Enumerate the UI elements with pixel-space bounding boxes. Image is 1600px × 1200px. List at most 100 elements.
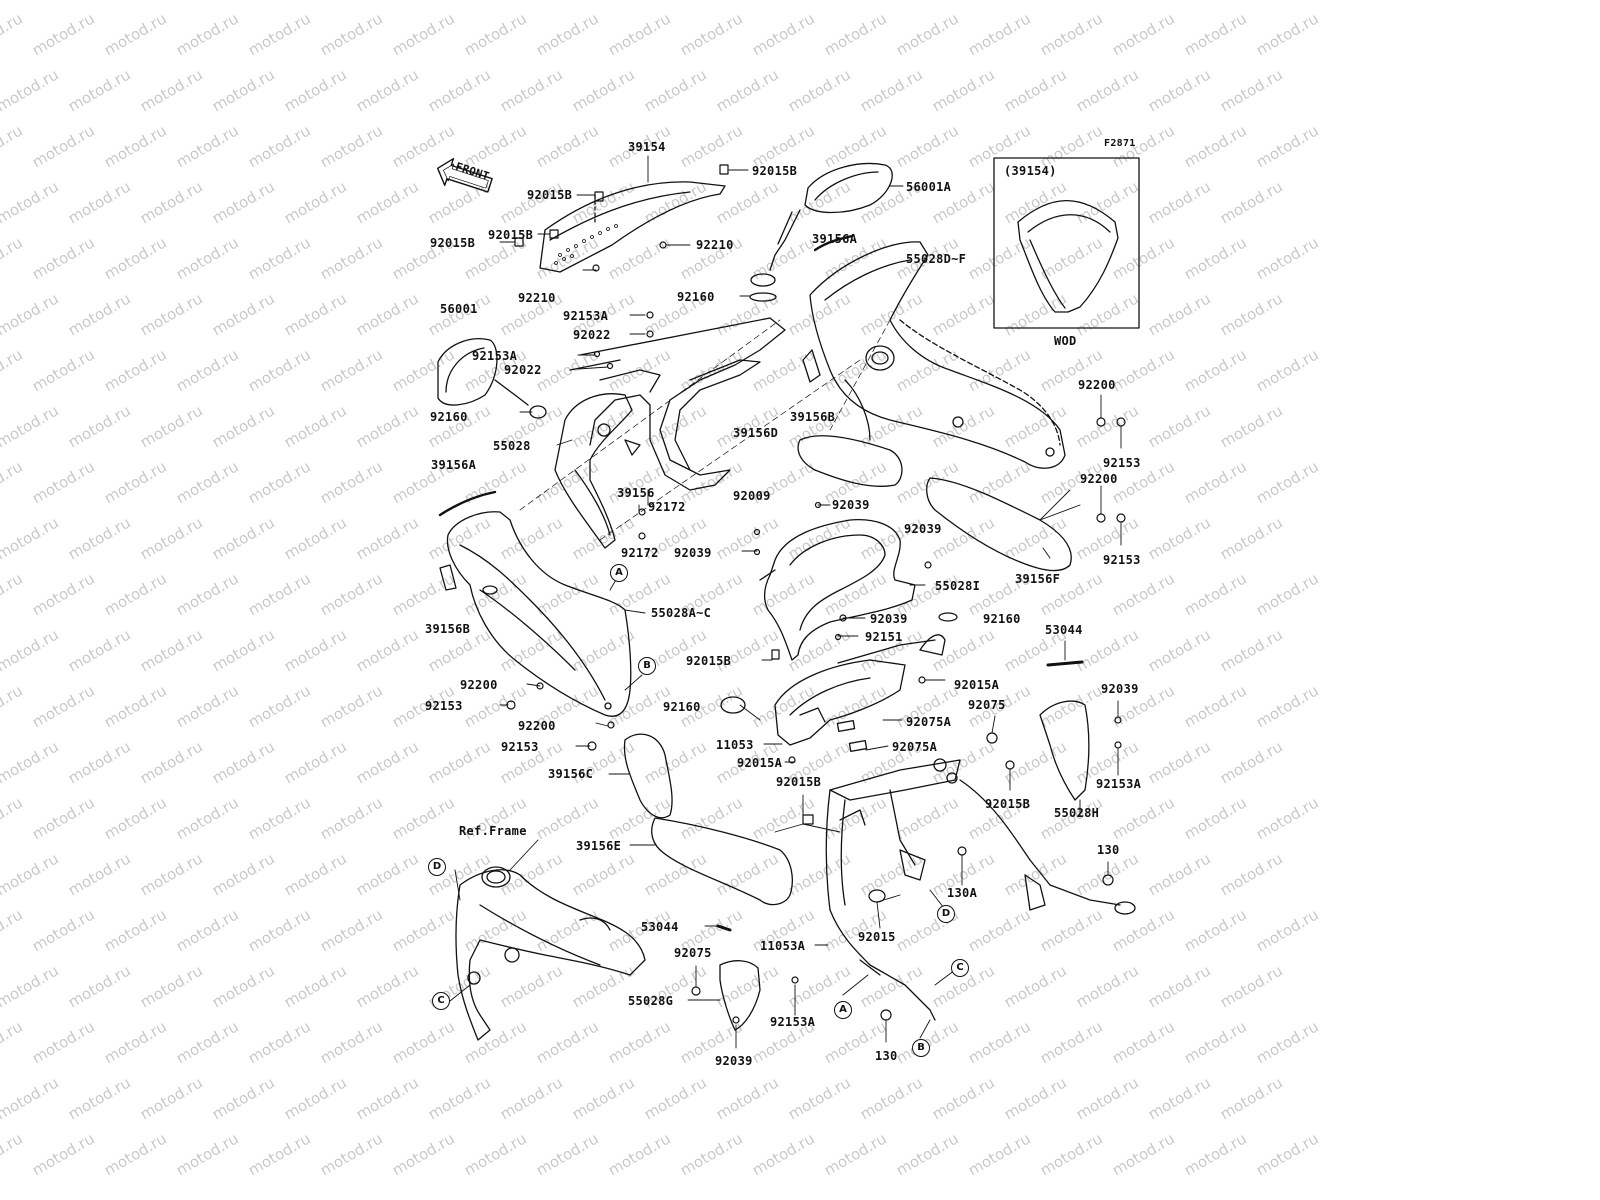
part-label-92015: 92015: [858, 930, 896, 944]
part-label-92172: 92172: [648, 500, 686, 514]
part-label-53044: 53044: [641, 920, 679, 934]
ref-frame-part: [455, 866, 646, 1041]
part-label-55028d-f: 55028D~F: [906, 252, 967, 266]
part-label-11053: 11053: [716, 738, 754, 752]
windscreen-part: [539, 181, 726, 273]
part-label-92153: 92153: [425, 699, 463, 713]
part-label-92200: 92200: [460, 678, 498, 692]
part-label-92015b: 92015B: [527, 188, 573, 202]
construction-lines: [519, 319, 891, 541]
part-label-92172: 92172: [621, 546, 659, 560]
part-label-92015a: 92015A: [737, 756, 783, 770]
front-arrow-icon: [436, 158, 493, 193]
left-lower-cowl-part: [446, 511, 632, 717]
part-label-92015b: 92015B: [752, 164, 798, 178]
inset-title: (39154): [1004, 164, 1057, 178]
part-label-130a: 130A: [947, 886, 978, 900]
part-label-92039: 92039: [1101, 682, 1139, 696]
part-label-92160: 92160: [430, 410, 468, 424]
bracket-55028g: [719, 960, 761, 1031]
part-label-92075: 92075: [674, 946, 712, 960]
part-label-130: 130: [1097, 843, 1120, 857]
callout-c: C: [432, 992, 450, 1010]
inner-cowl-part: [569, 317, 786, 491]
part-label-92039: 92039: [904, 522, 942, 536]
part-label-130: 130: [875, 1049, 898, 1063]
part-label-92153a: 92153A: [563, 309, 609, 323]
part-label-56001a: 56001A: [906, 180, 952, 194]
part-label-39156b: 39156B: [790, 410, 836, 424]
part-label-56001: 56001: [440, 302, 478, 316]
part-label-11053a: 11053A: [760, 939, 806, 953]
part-label-92009: 92009: [733, 489, 771, 503]
part-label-55028: 55028: [493, 439, 531, 453]
figure-code: F2871: [1104, 138, 1136, 149]
part-label-92210: 92210: [696, 238, 734, 252]
ref-frame-label: Ref.Frame: [459, 824, 527, 838]
part-label-92015b: 92015B: [985, 797, 1031, 811]
part-label-39156e: 39156E: [576, 839, 622, 853]
strip-39156b-left: [439, 564, 457, 591]
part-label-92022: 92022: [504, 363, 542, 377]
part-label-39156: 39156: [617, 486, 655, 500]
part-label-55028g: 55028G: [628, 994, 674, 1008]
inset-box: [993, 157, 1140, 329]
part-label-53044: 53044: [1045, 623, 1083, 637]
cowl-stay-part: [825, 758, 1136, 1021]
part-label-39156b: 39156B: [425, 622, 471, 636]
part-label-92153: 92153: [1103, 456, 1141, 470]
bracket-55028h: [1039, 700, 1090, 801]
part-label-92075a: 92075A: [892, 740, 938, 754]
part-label-39154: 39154: [628, 140, 666, 154]
part-label-92153: 92153: [1103, 553, 1141, 567]
part-label-92153a: 92153A: [770, 1015, 816, 1029]
part-label-92153a: 92153A: [1096, 777, 1142, 791]
part-label-92075a: 92075A: [906, 715, 952, 729]
part-label-92015b: 92015B: [430, 236, 476, 250]
part-label-92153: 92153: [501, 740, 539, 754]
callout-d: D: [428, 858, 446, 876]
part-label-92039: 92039: [870, 612, 908, 626]
rod-53044-lower: [716, 924, 732, 932]
left-mirror-part: [437, 338, 547, 419]
part-label-39156f: 39156F: [1015, 572, 1061, 586]
part-label-92160: 92160: [983, 612, 1021, 626]
fasteners: [506, 164, 1126, 1024]
part-label-92039: 92039: [674, 546, 712, 560]
part-label-55028a-c: 55028A~C: [651, 606, 712, 620]
part-label-92210: 92210: [518, 291, 556, 305]
part-label-39156d: 39156D: [733, 426, 779, 440]
part-label-92022: 92022: [573, 328, 611, 342]
panel-39156e: [651, 817, 793, 906]
part-label-92160: 92160: [663, 700, 701, 714]
callout-a: A: [834, 1001, 852, 1019]
part-label-92075: 92075: [968, 698, 1006, 712]
trim-39156a-left: [438, 490, 497, 517]
right-mirror-part: [749, 162, 893, 302]
part-label-92039: 92039: [715, 1054, 753, 1068]
callout-d: D: [937, 905, 955, 923]
leader-lines: [449, 155, 1122, 1049]
part-label-92153a: 92153A: [472, 349, 518, 363]
part-label-92200: 92200: [1078, 378, 1116, 392]
part-label-92200: 92200: [518, 719, 556, 733]
meter-cover-part: [759, 519, 916, 661]
meter-housing-part: [720, 634, 946, 752]
part-label-92200: 92200: [1080, 472, 1118, 486]
part-label-92015b: 92015B: [488, 228, 534, 242]
part-label-92160: 92160: [677, 290, 715, 304]
trim-39156a-upper: [813, 234, 854, 252]
right-upper-cowl-part: [809, 241, 1066, 469]
part-label-39156a: 39156A: [431, 458, 477, 472]
part-label-92151: 92151: [865, 630, 903, 644]
part-label-39156c: 39156C: [548, 767, 594, 781]
inset-caption: WOD: [1054, 334, 1077, 348]
part-label-55028h: 55028H: [1054, 806, 1100, 820]
panel-39156c: [623, 733, 673, 819]
strip-39156b-right: [802, 349, 821, 383]
rod-53044-upper: [1046, 660, 1084, 667]
panel-39156d: [797, 435, 903, 487]
part-label-92015b: 92015B: [776, 775, 822, 789]
callout-b: B: [912, 1039, 930, 1057]
